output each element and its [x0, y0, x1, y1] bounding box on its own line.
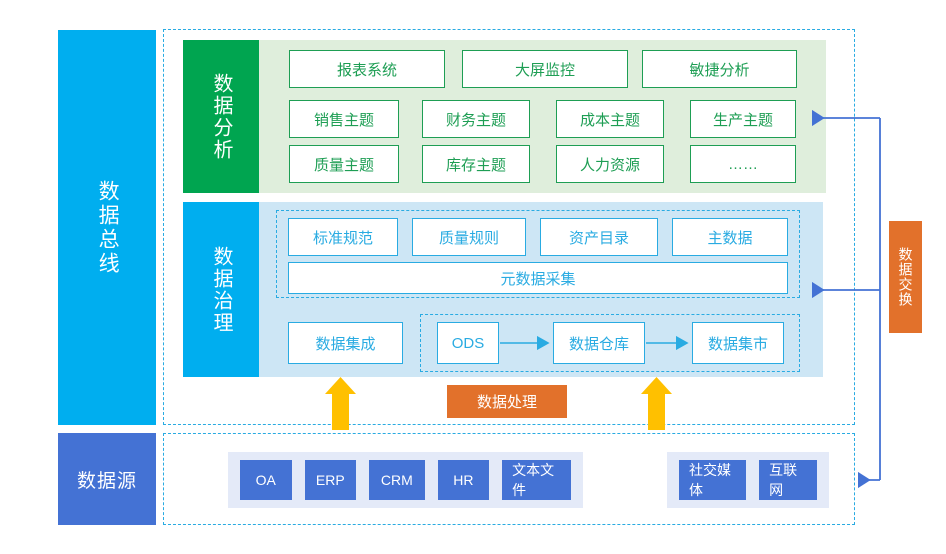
analysis-tile-sales-theme[interactable]: 销售主题	[289, 100, 399, 138]
tile-label: ODS	[451, 334, 485, 352]
data-governance-cap-label: 数据治理	[210, 245, 232, 334]
chip-label: ERP	[315, 472, 345, 488]
tile-label: 大屏监控	[514, 61, 575, 79]
analysis-tile-big-screen-monitor[interactable]: 大屏监控	[462, 50, 628, 88]
data-source-label: 数据源	[76, 470, 137, 492]
analysis-tile-more[interactable]: ……	[690, 145, 796, 183]
tile-label: 数据集成	[315, 335, 376, 353]
tile-label: 标准规范	[312, 229, 373, 247]
tile-label: 数据集市	[707, 335, 768, 353]
chip-label: 互联网	[769, 462, 798, 498]
analysis-tile-human-resources[interactable]: 人力资源	[556, 145, 664, 183]
source-chip-text-file[interactable]: 文本文件	[502, 460, 572, 500]
governance-tile-data-integration[interactable]: 数据集成	[288, 322, 403, 364]
governance-tile-asset-catalog[interactable]: 资产目录	[540, 218, 658, 256]
tile-label: 敏捷分析	[689, 61, 750, 79]
tile-label: 财务主题	[445, 111, 506, 129]
tile-label: 报表系统	[336, 61, 397, 79]
data-analysis-cap: 数据分析	[183, 40, 259, 193]
data-governance-cap: 数据治理	[183, 202, 259, 377]
governance-tile-metadata-collection[interactable]: 元数据采集	[288, 262, 788, 294]
analysis-tile-cost-theme[interactable]: 成本主题	[556, 100, 664, 138]
pipeline-node-data-mart[interactable]: 数据集市	[692, 322, 784, 364]
analysis-tile-production-theme[interactable]: 生产主题	[690, 100, 796, 138]
source-chip-crm[interactable]: CRM	[369, 460, 425, 500]
governance-tile-master-data[interactable]: 主数据	[672, 218, 788, 256]
source-chip-social-media[interactable]: 社交媒体	[679, 460, 747, 500]
tile-label: 质量规则	[438, 229, 499, 247]
metadata-group	[276, 210, 800, 298]
source-chip-internet[interactable]: 互联网	[759, 460, 817, 500]
data-processing-label: 数据处理	[476, 394, 537, 411]
source-chip-oa[interactable]: OA	[240, 460, 292, 500]
analysis-tile-finance-theme[interactable]: 财务主题	[422, 100, 530, 138]
data-processing-badge: 数据处理	[447, 385, 567, 418]
tile-label: 人力资源	[579, 156, 640, 174]
pipeline-node-data-warehouse[interactable]: 数据仓库	[553, 322, 645, 364]
data-source-rail: 数据源	[58, 433, 156, 525]
chip-label: OA	[255, 472, 276, 488]
governance-tile-standards[interactable]: 标准规范	[288, 218, 398, 256]
data-bus-rail: 数据总线	[58, 30, 156, 425]
chip-label: CRM	[380, 472, 413, 488]
tile-label: 元数据采集	[500, 270, 576, 288]
tile-label: 销售主题	[313, 111, 374, 129]
chip-label: HR	[453, 472, 474, 488]
source-chip-hr[interactable]: HR	[437, 460, 490, 500]
pipeline-node-ods[interactable]: ODS	[437, 322, 499, 364]
tile-label: 资产目录	[568, 229, 629, 247]
tile-label: 质量主题	[313, 156, 374, 174]
chip-label: 文本文件	[512, 462, 555, 498]
source-container	[163, 433, 855, 525]
chip-label: 社交媒体	[689, 462, 731, 498]
analysis-tile-agile-analysis[interactable]: 敏捷分析	[642, 50, 797, 88]
tile-label: 数据仓库	[568, 335, 629, 353]
tile-label: 主数据	[707, 229, 753, 247]
tile-label: 生产主题	[712, 111, 773, 129]
source-chip-erp[interactable]: ERP	[304, 460, 357, 500]
external-data-panel: 外部数据 社交媒体 互联网	[667, 452, 829, 508]
platform-container	[163, 29, 855, 425]
tile-label: ……	[728, 155, 758, 173]
governance-tile-quality-rules[interactable]: 质量规则	[412, 218, 526, 256]
data-bus-label: 数据总线	[96, 179, 120, 276]
tile-label: 成本主题	[579, 111, 640, 129]
warehouse-pipeline-group	[420, 314, 800, 372]
tile-label: 库存主题	[445, 156, 506, 174]
internal-data-panel: 内部数据 OA ERP CRM HR 文本文件	[228, 452, 583, 508]
data-analysis-cap-label: 数据分析	[210, 72, 232, 161]
data-exchange-badge: 数据交换	[889, 221, 922, 333]
analysis-tile-report-system[interactable]: 报表系统	[289, 50, 445, 88]
analysis-tile-inventory-theme[interactable]: 库存主题	[422, 145, 530, 183]
analysis-tile-quality-theme[interactable]: 质量主题	[289, 145, 399, 183]
data-exchange-label: 数据交换	[897, 247, 914, 307]
